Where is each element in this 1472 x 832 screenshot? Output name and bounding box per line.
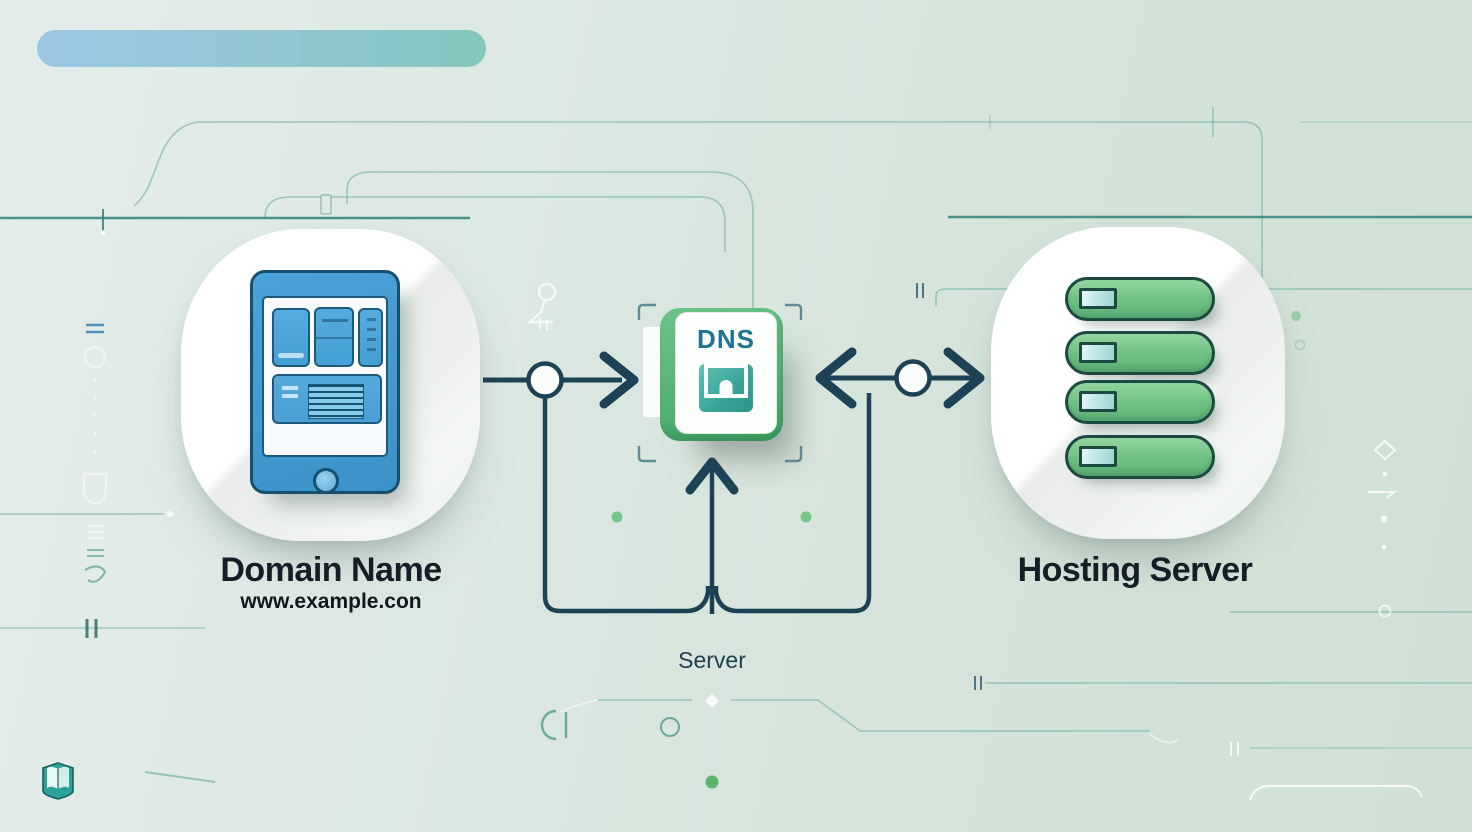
server-led: [1079, 446, 1117, 467]
dns-lookup-icon: [699, 364, 753, 412]
arrow-node-circle: [526, 361, 564, 399]
diamond-icon: [1368, 439, 1397, 499]
server-rack-icon: [1065, 435, 1215, 479]
screen-tile: [358, 308, 383, 367]
tablet-screen: [262, 296, 388, 457]
hosting-node-title: Hosting Server: [1017, 551, 1253, 589]
server-led: [1079, 391, 1117, 412]
dns-label: DNS: [697, 324, 755, 354]
person-sketch-icon: [526, 282, 557, 330]
home-button-icon: [313, 468, 339, 494]
domain-node-title: Domain Name: [220, 551, 442, 589]
server-led: [1079, 288, 1117, 309]
menu-lines-icon: [87, 525, 104, 539]
dns-back-slab: [643, 327, 662, 417]
shield-icon: [82, 472, 108, 506]
top-gradient-bar: [37, 30, 486, 67]
copyright-mark-icon: [1378, 604, 1392, 618]
open-book-icon: [42, 762, 74, 800]
server-caption: Server: [678, 647, 746, 673]
server-led: [1079, 342, 1117, 363]
screen-tile: [272, 308, 310, 367]
arrow-dns-to-hosting: [815, 347, 985, 409]
server-rack-icon: [1065, 331, 1215, 375]
screen-tile: [314, 307, 354, 367]
tablet-device-icon: [250, 270, 400, 494]
server-rack-icon: [1065, 380, 1215, 424]
equals-icon: [86, 323, 104, 334]
tick-marks: [916, 283, 982, 690]
domain-node-card: [181, 229, 480, 541]
dns-window-glyph: [704, 364, 748, 398]
arrow-node-circle: [894, 359, 932, 397]
dns-node-card: DNS: [660, 308, 783, 441]
diamond-node-dot: [705, 694, 719, 708]
faint-circle-icon: [83, 345, 107, 369]
hosting-node-card: [991, 227, 1285, 539]
dns-card-face: DNS: [675, 312, 777, 434]
arrow-device-to-dns: [483, 351, 639, 409]
domain-node-url: www.example.con: [240, 590, 422, 613]
screen-banner: [272, 374, 382, 424]
smile-line: [1249, 785, 1423, 801]
server-rack-icon: [1065, 277, 1215, 321]
